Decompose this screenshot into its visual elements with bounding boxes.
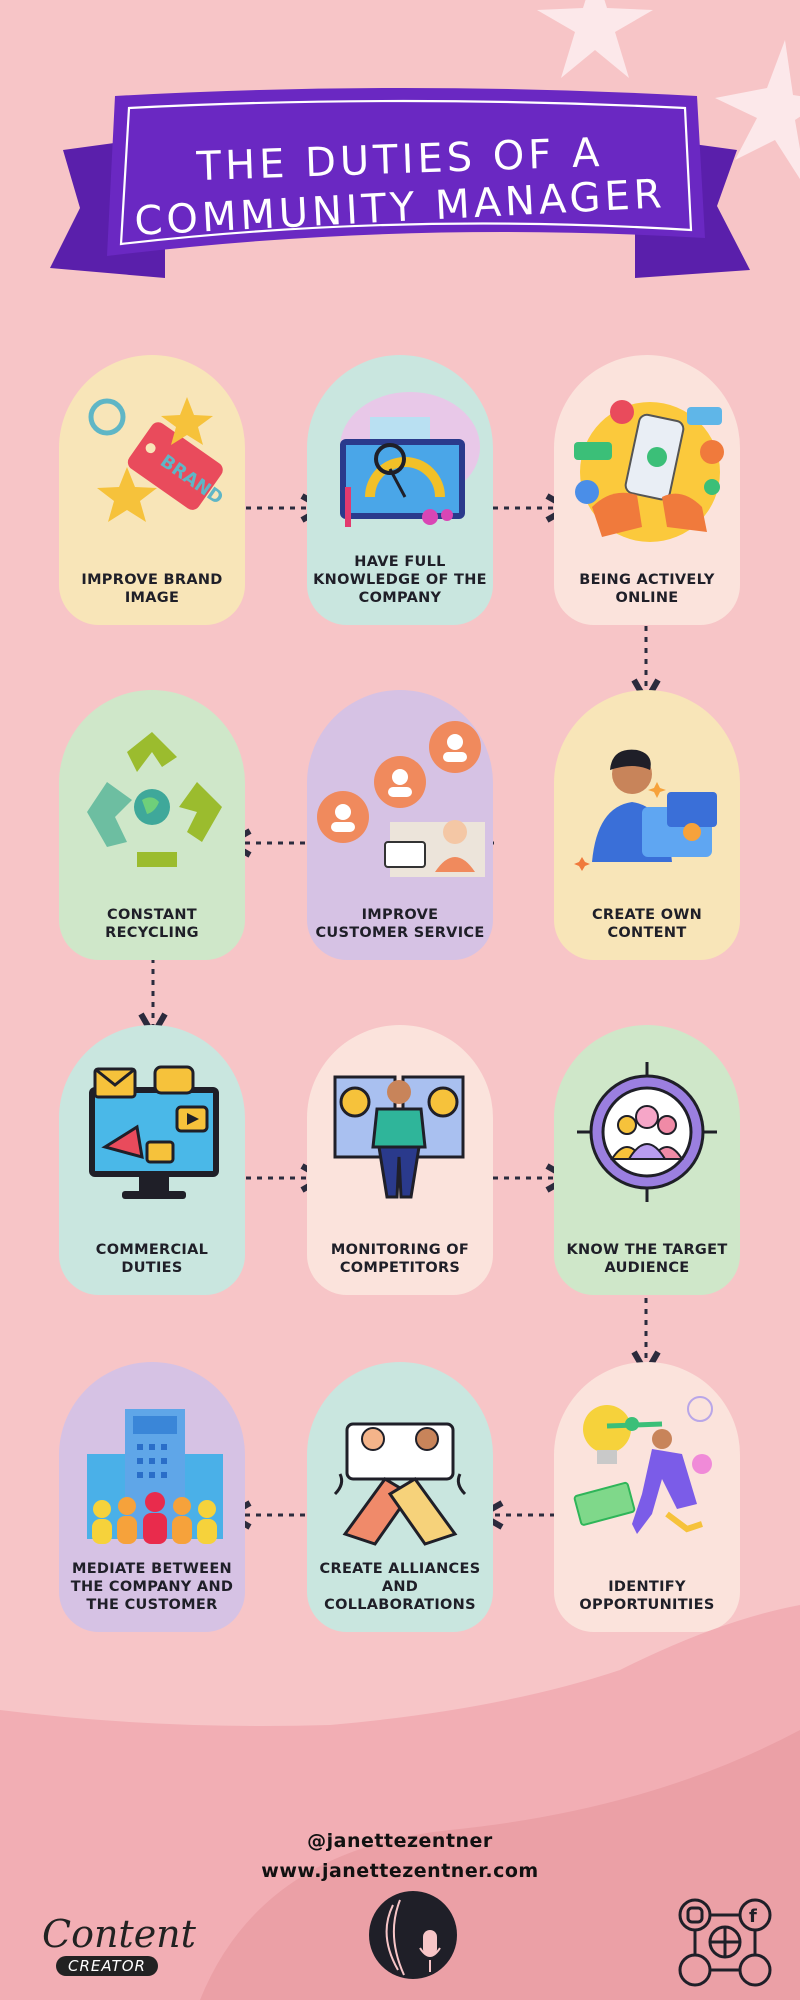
card-mediate-company-customer: MEDIATE BETWEEN THE COMPANY AND THE CUST… <box>59 1362 245 1632</box>
dashboard-analysis-icon <box>340 392 480 527</box>
marketing-monitor-icon <box>89 1065 219 1199</box>
content-creator-logo: Content CREATOR <box>42 1912 196 1982</box>
logo-script-text: Content <box>42 1912 196 1956</box>
customer-service-icon <box>317 721 485 877</box>
card-label: HAVE FULL KNOWLEDGE OF THE COMPANY <box>313 554 487 606</box>
website-link[interactable]: www.janettezentner.com <box>261 1860 539 1882</box>
card-create-own-content: CREATE OWN CONTENT <box>554 690 740 960</box>
card-label: CONSTANT RECYCLING <box>105 907 199 941</box>
star-decoration-icon <box>537 0 653 78</box>
card-label: CREATE ALLIANCES AND COLLABORATIONS <box>319 1561 481 1613</box>
card-monitoring-competitors: MONITORING OF COMPETITORS <box>307 1025 493 1295</box>
card-full-knowledge: HAVE FULL KNOWLEDGE OF THE COMPANY <box>307 355 493 625</box>
svg-text:f: f <box>749 1906 757 1927</box>
recycling-icon <box>87 732 222 867</box>
card-constant-recycling: CONSTANT RECYCLING <box>59 690 245 960</box>
target-audience-icon <box>577 1062 717 1202</box>
card-create-alliances: CREATE ALLIANCES AND COLLABORATIONS <box>307 1362 493 1632</box>
card-label: IDENTIFY OPPORTUNITIES <box>579 1579 715 1613</box>
card-label: MONITORING OF COMPETITORS <box>330 1242 470 1276</box>
card-commercial-duties: COMMERCIAL DUTIES <box>59 1025 245 1295</box>
handshake-icon <box>333 1422 467 1546</box>
opportunity-idea-icon <box>573 1396 713 1534</box>
card-improve-customer-service: IMPROVE CUSTOMER SERVICE <box>307 690 493 960</box>
card-improve-brand-image: BRAND IMPROVE BRAND IMAGE <box>59 355 245 625</box>
brand-tag-icon: BRAND <box>88 397 227 522</box>
social-handle: @janettezentner <box>307 1830 493 1852</box>
card-being-actively-online: BEING ACTIVELY ONLINE <box>554 355 740 625</box>
company-building-icon <box>87 1409 223 1544</box>
card-label: IMPROVE CUSTOMER SERVICE <box>315 907 485 941</box>
card-label: CREATE OWN CONTENT <box>591 907 703 941</box>
logo-pill-text: CREATOR <box>56 1956 158 1976</box>
title-banner <box>50 88 750 278</box>
card-label: IMPROVE BRAND IMAGE <box>81 572 223 606</box>
smartphone-social-icon <box>574 400 724 542</box>
podcast-microphone-icon <box>369 1891 457 1979</box>
star-decoration-icon <box>715 40 800 180</box>
card-know-target-audience: KNOW THE TARGET AUDIENCE <box>554 1025 740 1295</box>
competitor-analysis-icon <box>333 1075 465 1199</box>
card-label: MEDIATE BETWEEN THE COMPANY AND THE CUST… <box>70 1561 234 1613</box>
card-label: BEING ACTIVELY ONLINE <box>579 572 715 606</box>
card-identify-opportunities: IDENTIFY OPPORTUNITIES <box>554 1362 740 1632</box>
card-label: COMMERCIAL DUTIES <box>95 1242 209 1276</box>
footer-waves <box>0 1605 800 2000</box>
card-label: KNOW THE TARGET AUDIENCE <box>566 1242 728 1276</box>
content-creator-icon <box>574 749 717 871</box>
social-network-icon: f <box>678 1898 772 1987</box>
